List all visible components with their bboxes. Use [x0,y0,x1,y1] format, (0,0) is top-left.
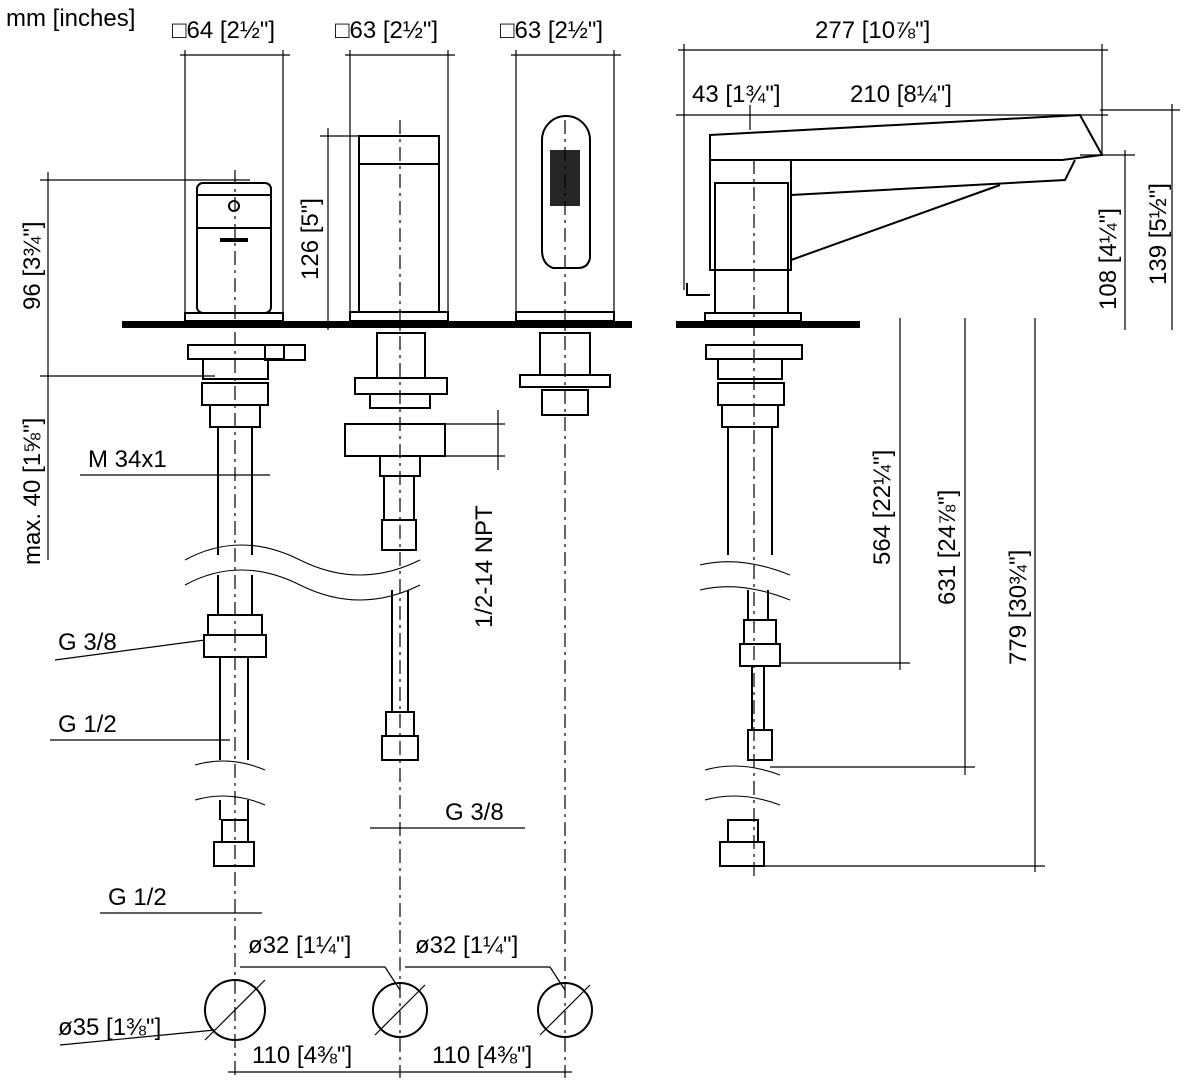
dim-height-126: 126 [5"] [297,198,324,280]
mixer-handle-middle: 1/2-14 NPT [344,135,505,761]
length-dims: 564 [22¼"] 631 [24⅞"] 779 [30¾"] [765,318,1045,872]
left-height-dims: 96 [3¾"] max. 40 [1⅝"] 126 [5"] [19,128,362,565]
dim-npt-label: 1/2-14 NPT [471,505,498,628]
hole-35 [204,979,266,1041]
dim-width-64: □64 [2½"] [172,17,275,44]
dim-564: 564 [22¼"] [869,450,896,565]
break-lines [184,544,791,806]
label-g38-left: G 3/8 [58,629,117,656]
dim-height-139: 139 [5½"] [1145,183,1172,285]
dim-spacing-110-a: 110 [4⅜"] [252,1042,352,1069]
dim-width-43: 43 [1¾"] [692,81,781,108]
deck-holes: ø32 [1¼"] ø32 [1¼"] ø35 [1⅜"] 110 [4⅜"] … [58,932,593,1073]
label-m34: M 34x1 [88,446,167,473]
dim-width-210: 210 [8¼"] [850,81,952,108]
hand-shower [515,115,615,416]
dim-width-63-b: □63 [2½"] [500,17,603,44]
connection-labels: M 34x1 G 3/8 G 1/2 G 3/8 G 1/2 [50,446,525,914]
deck-plates [122,321,860,328]
dim-height-108: 108 [4¼"] [1095,208,1122,310]
dim-spacing-110-b: 110 [4⅜"] [432,1042,532,1069]
spout-side-view [686,113,1104,867]
dim-dia-32-a: ø32 [1¼"] [248,932,351,959]
dim-height-96: 96 [3¾"] [19,221,46,310]
spout-dims: 277 [10⅞"] 43 [1¾"] 210 [8¼"] 108 [4¼"] … [676,17,1180,330]
dim-dia-35: ø35 [1⅜"] [58,1014,161,1041]
dim-631: 631 [24⅞"] [934,490,961,605]
dim-max-40: max. 40 [1⅝"] [19,418,46,565]
units-label: mm [inches] [6,5,135,32]
dim-width-277: 277 [10⅞"] [815,17,930,44]
hole-32-a [372,982,428,1038]
hole-32-b [537,982,593,1038]
label-g38-middle: G 3/8 [445,799,504,826]
mixer-handle-left [184,182,306,867]
top-width-dims: □64 [2½"] □63 [2½"] □63 [2½"] [172,17,621,320]
dim-width-63-a: □63 [2½"] [335,17,438,44]
dim-779: 779 [30¾"] [1005,550,1032,665]
dim-dia-32-b: ø32 [1¼"] [415,932,518,959]
label-g12-left: G 1/2 [58,711,117,738]
label-g12-bottom: G 1/2 [108,884,167,911]
